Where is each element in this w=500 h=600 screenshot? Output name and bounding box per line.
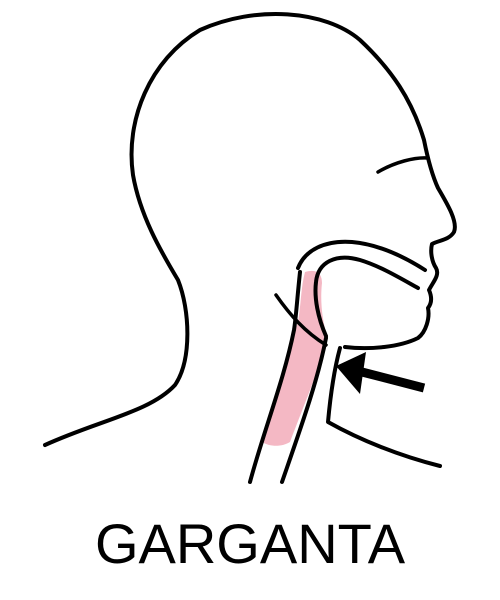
pharynx-front-wall [280,336,328,484]
throat-highlight [262,270,328,446]
soft-palate-line [274,293,328,347]
arrow-left-icon [336,352,426,394]
throat-diagram [43,11,457,484]
pharynx-back-wall [248,270,302,484]
palate-outer [296,239,427,272]
head-profile-outline [43,11,457,447]
tongue-line [313,255,420,338]
cheek-line [376,156,430,174]
caption-label: GARGANTA [94,512,406,575]
front-neck-outline [326,346,442,468]
